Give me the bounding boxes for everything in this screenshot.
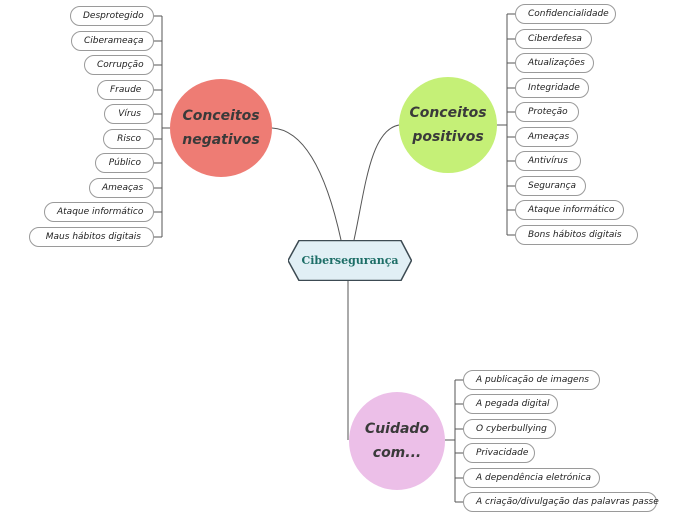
care-subtopic[interactable]: A publicação de imagens bbox=[463, 370, 600, 390]
care-topic-line2: com... bbox=[372, 445, 422, 461]
care-subtopic[interactable]: A pegada digital bbox=[463, 394, 558, 414]
care-subtopic[interactable]: A criação/divulgação das palavras passe bbox=[463, 492, 659, 512]
positive-subtopic[interactable]: Bons hábitos digitais bbox=[515, 225, 638, 245]
negative-subtopic[interactable]: Risco bbox=[103, 129, 154, 149]
negative-topic-line1: Conceitos bbox=[182, 108, 260, 124]
care-topic[interactable]: Cuidado com... bbox=[349, 392, 445, 490]
negative-subtopic[interactable]: Fraude bbox=[97, 80, 154, 100]
connector-line bbox=[353, 124, 400, 241]
positive-subtopic[interactable]: Ameaças bbox=[515, 127, 578, 147]
positive-topic-line2: positivos bbox=[412, 129, 484, 145]
negative-subtopic[interactable]: Vírus bbox=[104, 104, 154, 124]
negative-concepts-topic[interactable]: Conceitos negativos bbox=[170, 79, 272, 177]
positive-subtopic[interactable]: Ataque informático bbox=[515, 200, 624, 220]
positive-subtopic[interactable]: Antivírus bbox=[515, 151, 581, 171]
negative-subtopic[interactable]: Desprotegido bbox=[70, 6, 154, 26]
negative-subtopic[interactable]: Maus hábitos digitais bbox=[29, 227, 154, 247]
negative-subtopic[interactable]: Público bbox=[95, 153, 154, 173]
central-topic[interactable]: Cibersegurança bbox=[288, 240, 412, 281]
central-topic-label: Cibersegurança bbox=[301, 254, 399, 267]
care-topic-line1: Cuidado bbox=[364, 421, 430, 437]
negative-topic-line2: negativos bbox=[182, 132, 260, 148]
care-subtopic[interactable]: A dependência eletrónica bbox=[463, 468, 600, 488]
negative-subtopic[interactable]: Ciberameaça bbox=[71, 31, 154, 51]
negative-subtopic[interactable]: Ataque informático bbox=[44, 202, 154, 222]
positive-topic-line1: Conceitos bbox=[409, 105, 487, 121]
positive-concepts-topic[interactable]: Conceitos positivos bbox=[399, 77, 497, 173]
positive-subtopic[interactable]: Ciberdefesa bbox=[515, 29, 592, 49]
positive-subtopic[interactable]: Proteção bbox=[515, 102, 579, 122]
connector-line bbox=[271, 127, 342, 241]
negative-subtopic[interactable]: Ameaças bbox=[89, 178, 154, 198]
positive-subtopic[interactable]: Segurança bbox=[515, 176, 586, 196]
care-subtopic[interactable]: O cyberbullying bbox=[463, 419, 556, 439]
positive-subtopic[interactable]: Integridade bbox=[515, 78, 589, 98]
negative-subtopic[interactable]: Corrupção bbox=[84, 55, 154, 75]
positive-subtopic[interactable]: Atualizações bbox=[515, 53, 594, 73]
care-subtopic[interactable]: Privacidade bbox=[463, 443, 535, 463]
positive-subtopic[interactable]: Confidencialidade bbox=[515, 4, 616, 24]
